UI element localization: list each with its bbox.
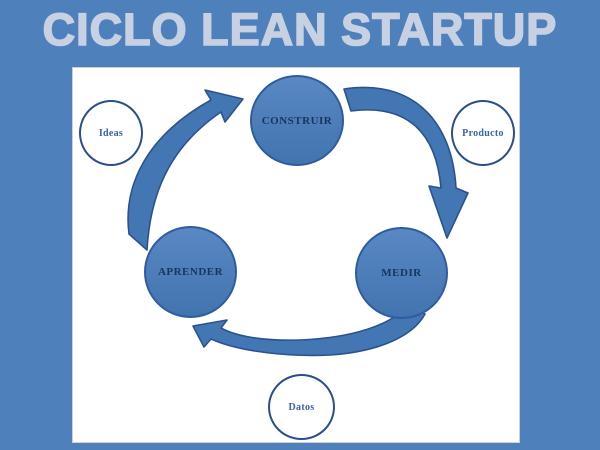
arrow-aprender-to-construir-icon [127, 89, 244, 251]
page-title: CICLO LEAN STARTUP [42, 3, 558, 56]
cycle-node-medir: MEDIR [355, 227, 448, 319]
cycle-node-medir-label: MEDIR [381, 267, 422, 279]
artifact-node-datos-label: Datos [288, 401, 315, 413]
cycle-node-construir-label: CONSTRUIR [261, 114, 333, 127]
arrow-construir-to-medir-icon [343, 86, 469, 239]
cycle-node-aprender-label: APRENDER [157, 266, 224, 278]
artifact-node-ideas: Ideas [79, 100, 143, 166]
artifact-node-producto: Producto [451, 100, 515, 166]
artifact-node-ideas-label: Ideas [98, 127, 124, 139]
arrow-medir-to-aprender-icon [192, 305, 426, 357]
artifact-node-producto-label: Producto [462, 127, 504, 139]
artifact-node-datos: Datos [268, 374, 335, 440]
cycle-node-construir: CONSTRUIR [250, 75, 344, 166]
cycle-node-aprender: APRENDER [144, 226, 237, 318]
